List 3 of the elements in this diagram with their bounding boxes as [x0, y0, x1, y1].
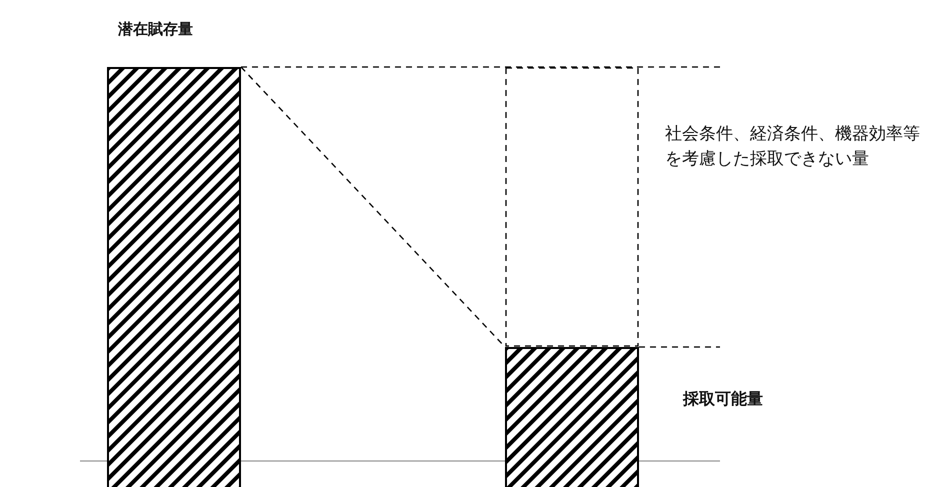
- node-label: 採取可能量: [683, 388, 764, 410]
- node-label: 潜在賦存量: [118, 19, 194, 40]
- node-label: 社会条件、経済条件、機器効率等を考慮した採取できない量: [665, 123, 921, 171]
